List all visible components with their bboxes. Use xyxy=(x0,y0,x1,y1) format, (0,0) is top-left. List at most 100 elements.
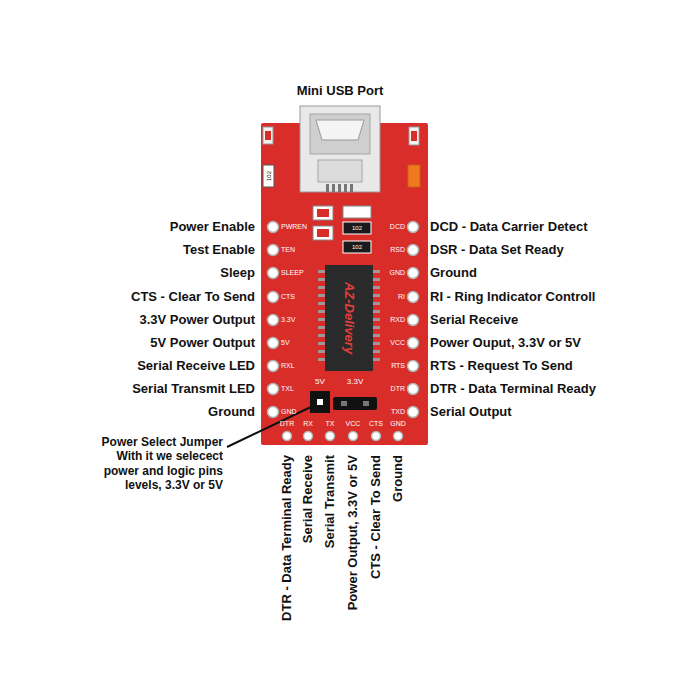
pin-hole xyxy=(268,245,279,256)
pin-name: RI xyxy=(398,293,405,301)
led-symbol xyxy=(408,165,420,187)
pin-hole xyxy=(372,432,381,441)
ic-chip xyxy=(325,265,373,371)
pcb-board xyxy=(261,123,428,445)
chip-leg xyxy=(373,318,380,321)
pin-name: RTS xyxy=(391,362,405,370)
pin-hole xyxy=(408,292,419,303)
pin-description: DCD - Data Carrier Detect xyxy=(430,220,588,235)
pin-hole xyxy=(349,432,358,441)
chip-leg xyxy=(373,342,380,345)
usb-pin xyxy=(332,184,335,192)
chip-leg xyxy=(318,310,325,313)
resistor-symbol xyxy=(263,165,274,187)
chip-leg xyxy=(318,334,325,337)
pin-hole xyxy=(408,222,419,233)
jumper-cap xyxy=(333,397,377,410)
pin-hole xyxy=(408,268,419,279)
pin-description: DTR - Data Terminal Ready xyxy=(430,382,596,397)
resistor-symbol xyxy=(343,206,371,218)
pin-hole xyxy=(268,268,279,279)
usb-opening xyxy=(310,114,370,154)
pin-name: DTR xyxy=(280,420,294,428)
usb-shell xyxy=(300,106,380,192)
pin-description: DSR - Data Set Ready xyxy=(430,243,564,258)
pin-hole xyxy=(268,292,279,303)
pin-description: Power Ouput, 3.3V or 5V xyxy=(430,336,581,351)
capacitor-symbol xyxy=(313,206,333,220)
usb-body xyxy=(318,160,362,182)
resistor-code: 102 xyxy=(265,171,272,181)
chip-leg xyxy=(318,270,325,273)
pin-hole xyxy=(268,338,279,349)
pin-hole xyxy=(394,432,403,441)
pin-name: DTR xyxy=(391,385,405,393)
pin-name: CTS xyxy=(281,293,295,301)
pin-description: Test Enable xyxy=(183,243,255,258)
pin-hole xyxy=(268,361,279,372)
pin-name: TXD xyxy=(391,408,405,416)
jumper-cap xyxy=(341,401,347,406)
pin-description: Serial Transmit LED xyxy=(132,382,255,397)
pin-description: RTS - Request To Send xyxy=(430,359,573,374)
capacitor-symbol xyxy=(317,229,329,237)
pin-name: GND xyxy=(281,408,297,416)
pin-name: 5V xyxy=(281,339,290,347)
chip-leg xyxy=(318,318,325,321)
pin-name: VCC xyxy=(346,420,361,428)
pin-name: CTS xyxy=(369,420,383,428)
pin-hole xyxy=(283,432,292,441)
pin-name: TX xyxy=(326,420,335,428)
pin-name: RXL xyxy=(281,362,295,370)
pin-name: PWREN xyxy=(281,223,307,231)
chip-logo: AZ-Delivery xyxy=(342,282,357,354)
smd-component xyxy=(265,131,271,140)
pin-hole xyxy=(304,432,313,441)
smd-component xyxy=(411,131,417,141)
chip-leg xyxy=(318,350,325,353)
chip-leg xyxy=(318,286,325,289)
chip-leg xyxy=(318,278,325,281)
pin-name: RXD xyxy=(390,316,405,324)
pin-description: Serial Transmit xyxy=(323,455,338,548)
pin-hole xyxy=(408,245,419,256)
jumper-cap xyxy=(363,401,369,406)
jumper-label: 5V xyxy=(315,377,325,386)
pin-description: Ground xyxy=(208,405,255,420)
pin-description: Serial Receive xyxy=(430,313,518,328)
part-name: Mini USB Port xyxy=(297,84,384,99)
chip-leg xyxy=(373,350,380,353)
pin-hole xyxy=(408,361,419,372)
smd-component xyxy=(409,127,419,145)
resistor-symbol xyxy=(343,241,371,253)
usb-pin xyxy=(338,184,341,192)
pin-name: VCC xyxy=(390,339,405,347)
pin-name: TXL xyxy=(281,385,294,393)
pin-name: DCD xyxy=(390,223,405,231)
pin-hole xyxy=(268,384,279,395)
usb-pin xyxy=(350,184,353,192)
pin-name: TEN xyxy=(281,246,295,254)
chip-leg xyxy=(373,286,380,289)
callout-note: Power Select Jumper With it we selecect … xyxy=(85,435,223,493)
pin-hole xyxy=(268,222,279,233)
pin-hole xyxy=(408,338,419,349)
pin-hole xyxy=(326,432,335,441)
pin-description: 3.3V Power Output xyxy=(139,313,255,328)
pin-description: DTR - Data Terminal Ready xyxy=(280,455,295,621)
chip-leg xyxy=(373,334,380,337)
usb-connector xyxy=(300,106,380,192)
chip-leg xyxy=(373,302,380,305)
capacitor-symbol xyxy=(313,226,333,240)
chip-leg xyxy=(373,294,380,297)
pin-hole xyxy=(408,315,419,326)
pin-description: Power Enable xyxy=(170,220,255,235)
pin-name: GND xyxy=(389,269,405,277)
pin-description: Sleep xyxy=(220,266,255,281)
pin-description: Serial Receive LED xyxy=(137,359,255,374)
pin-name: SLEEP xyxy=(281,269,304,277)
pin-holes xyxy=(268,222,419,441)
resistor-symbol xyxy=(343,222,371,234)
chip-leg xyxy=(318,342,325,345)
